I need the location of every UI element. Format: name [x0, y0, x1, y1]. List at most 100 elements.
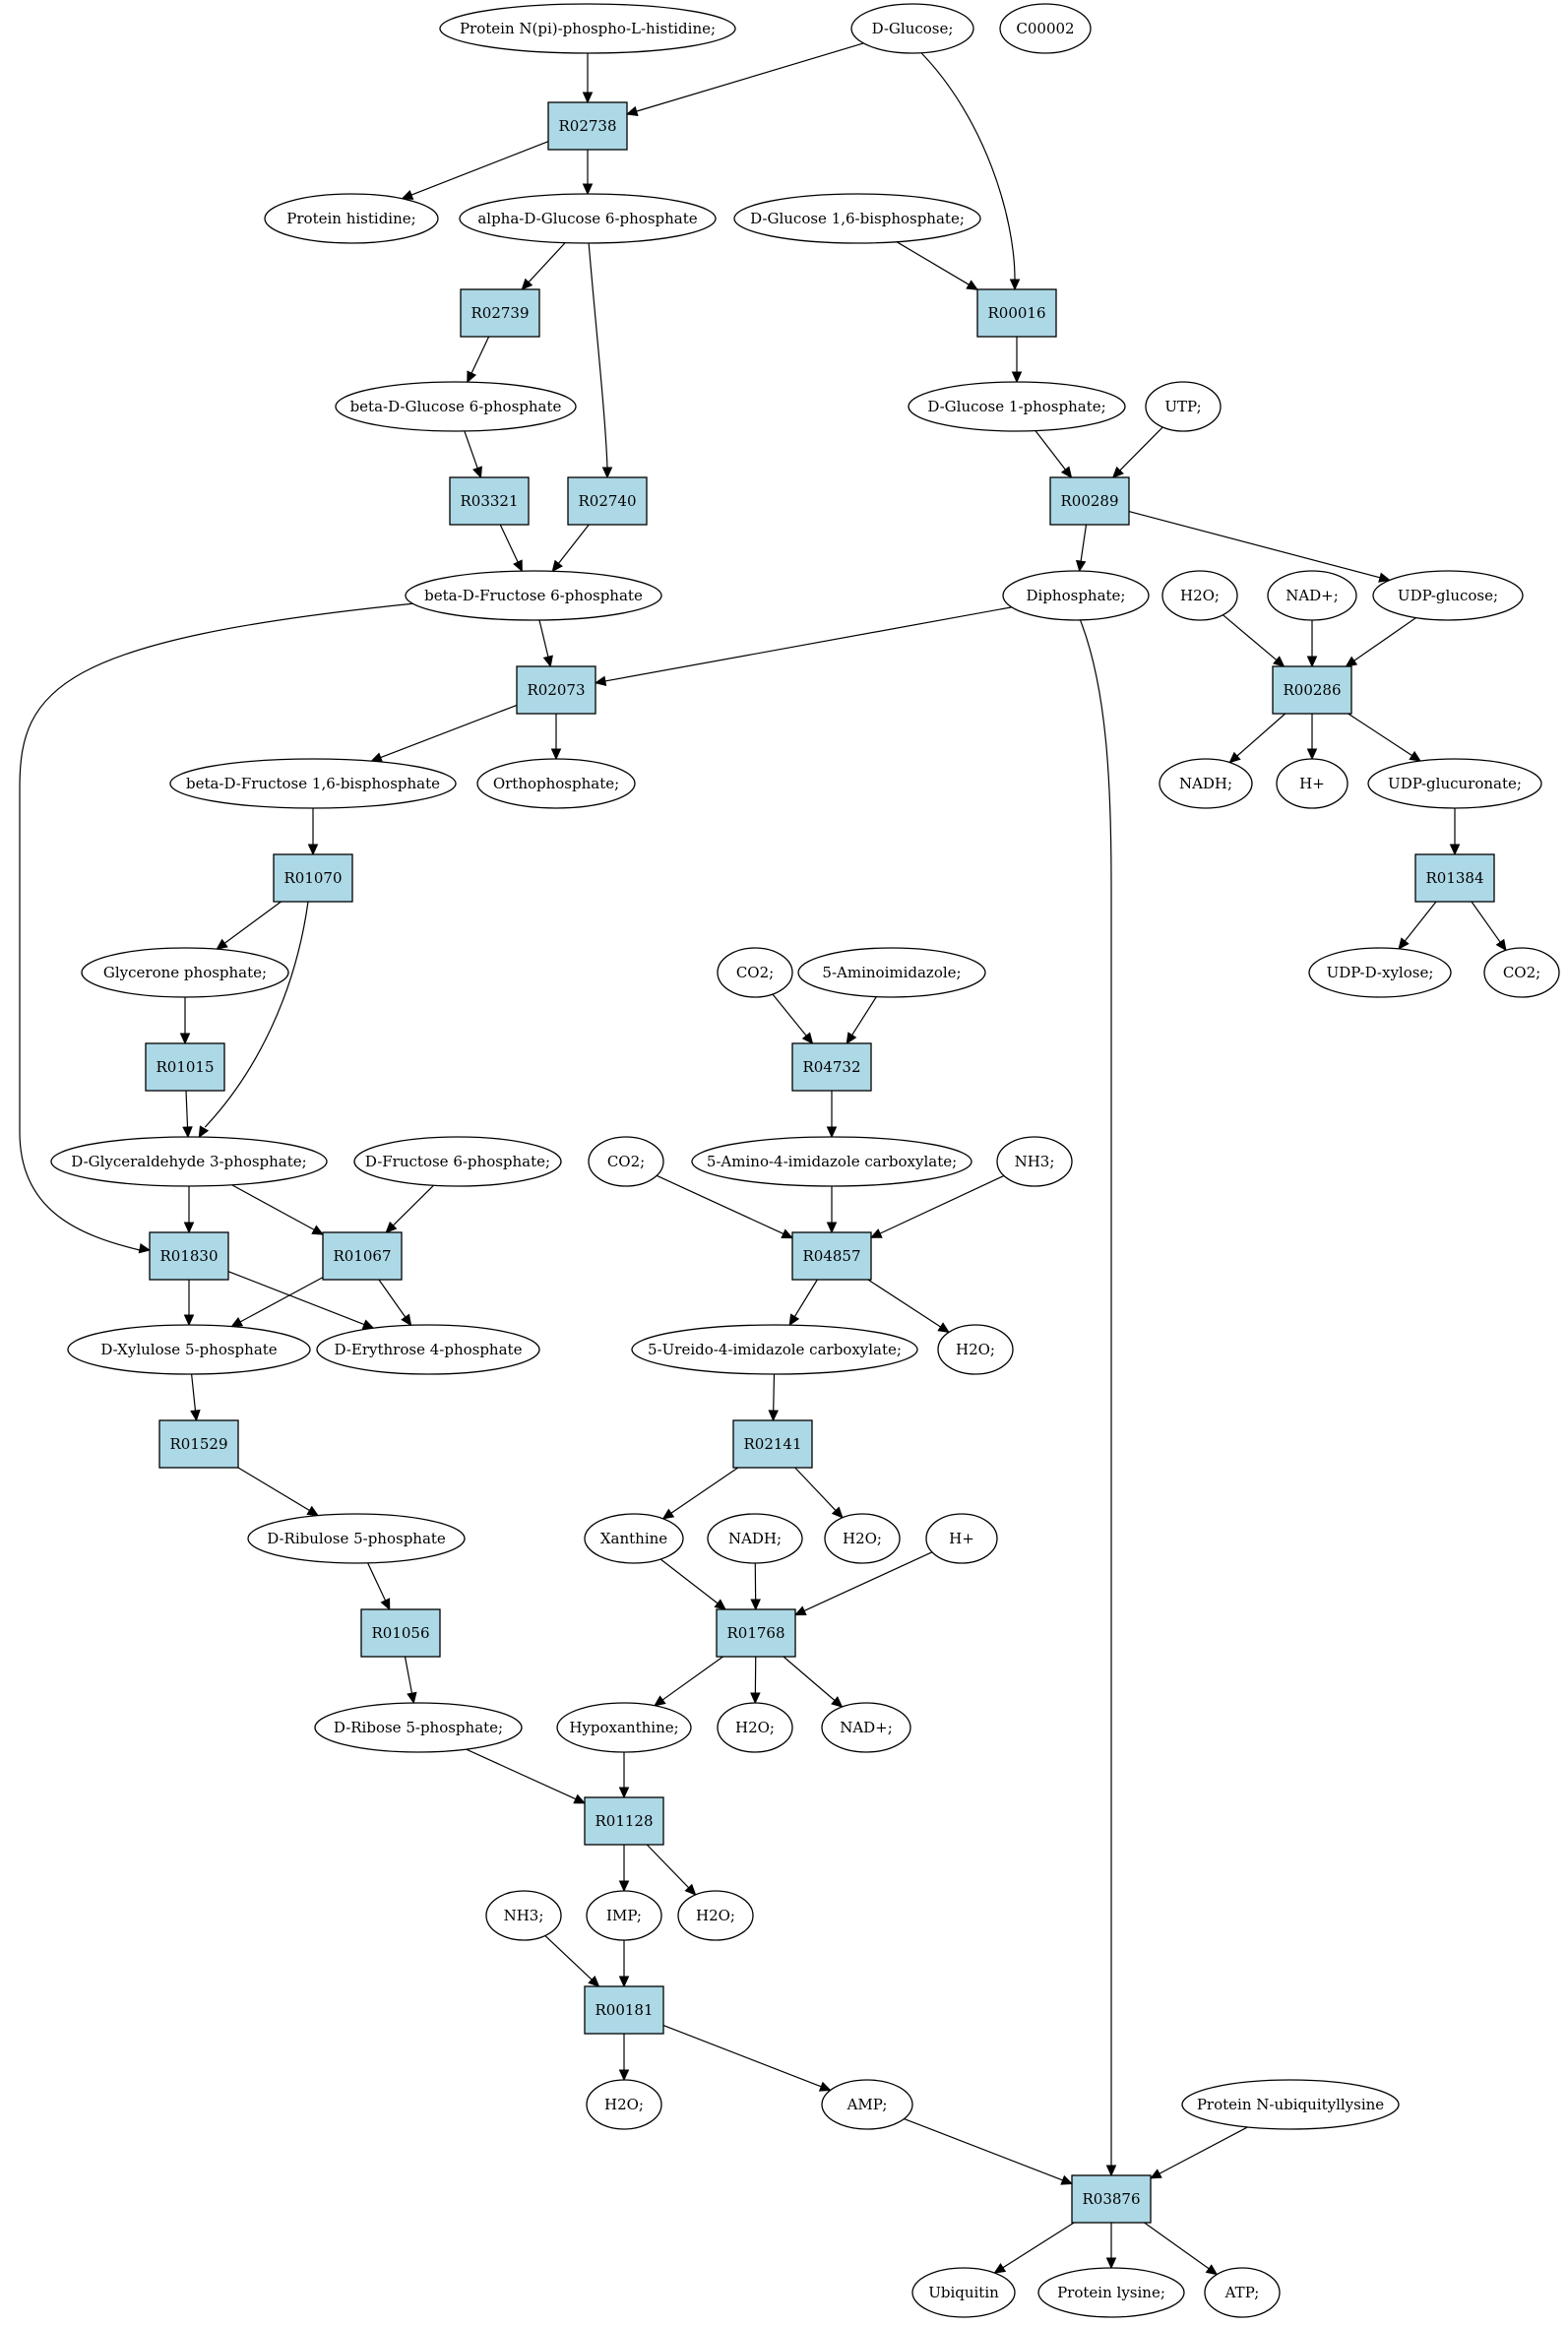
- compound-node-h2o-d[interactable]: H2O;: [717, 1702, 793, 1753]
- reaction-node-r01830[interactable]: R01830: [149, 1231, 229, 1281]
- reaction-node-r01128[interactable]: R01128: [584, 1796, 664, 1846]
- compound-ellipse: [908, 381, 1126, 432]
- compound-ellipse: [314, 1702, 523, 1753]
- compound-node-h2o-c[interactable]: H2O;: [824, 1513, 901, 1564]
- compound-node-e4p[interactable]: D-Erythrose 4-phosphate: [316, 1324, 540, 1375]
- node-label: Protein N-ubiquityllysine: [1197, 2096, 1384, 2113]
- reaction-node-r00181[interactable]: R00181: [584, 1985, 664, 2035]
- compound-node-protein-np-his[interactable]: Protein N(pi)-phospho-L-histidine;: [439, 3, 736, 54]
- edge-R01015-to-gap: [185, 1090, 189, 1128]
- reaction-node-r01768[interactable]: R01768: [716, 1608, 796, 1658]
- arrowhead-R04857-to-h2o_b: [937, 1322, 951, 1334]
- compound-node-nad-b[interactable]: NAD+;: [821, 1702, 911, 1753]
- compound-node-ureido-imid-carbox[interactable]: 5-Ureido-4-imidazole carboxylate;: [631, 1324, 918, 1375]
- arrowhead-R01067-to-e4p: [401, 1313, 412, 1327]
- reaction-node-r01384[interactable]: R01384: [1414, 853, 1495, 903]
- compound-node-ru5p[interactable]: D-Ribulose 5-phosphate: [247, 1513, 466, 1564]
- edge-R01830-to-e4p: [227, 1271, 365, 1326]
- compound-node-g1p[interactable]: D-Glucose 1-phosphate;: [908, 381, 1126, 432]
- compound-node-ubiquitin[interactable]: Ubiquitin: [911, 2267, 1016, 2318]
- compound-node-co2-a[interactable]: CO2;: [717, 947, 793, 998]
- compound-node-h2o-b[interactable]: H2O;: [937, 1324, 1014, 1375]
- compound-ellipse: [1145, 381, 1222, 432]
- compound-node-hypoxanthine[interactable]: Hypoxanthine;: [556, 1702, 692, 1753]
- reaction-node-r03876[interactable]: R03876: [1071, 2174, 1152, 2224]
- compound-node-h2o-a[interactable]: H2O;: [1161, 570, 1238, 621]
- node-label: beta-D-Fructose 1,6-bisphosphate: [186, 775, 440, 792]
- compound-node-diphosphate[interactable]: Diphosphate;: [1002, 570, 1150, 621]
- compound-node-protein-his[interactable]: Protein histidine;: [264, 193, 439, 244]
- compound-node-imp[interactable]: IMP;: [586, 1890, 662, 1941]
- edge-R00289-to-diphosphate: [1080, 524, 1088, 562]
- reaction-node-r00289[interactable]: R00289: [1049, 476, 1130, 526]
- edge-xanthine-to-R01768: [659, 1558, 719, 1604]
- compound-ellipse: [1267, 570, 1357, 621]
- reaction-node-r01056[interactable]: R01056: [360, 1608, 441, 1658]
- compound-node-co2-c[interactable]: CO2;: [588, 1136, 664, 1187]
- arrowhead-glycerone_p-to-R01015: [179, 1033, 191, 1045]
- compound-node-aminoimidazole[interactable]: 5-Aminoimidazole;: [797, 947, 986, 998]
- compound-node-h2o-f[interactable]: H2O;: [586, 2079, 662, 2130]
- compound-node-xu5p[interactable]: D-Xylulose 5-phosphate: [67, 1324, 311, 1375]
- compound-ellipse: [1308, 947, 1452, 998]
- reaction-node-r01529[interactable]: R01529: [158, 1419, 239, 1469]
- compound-ellipse: [1161, 570, 1238, 621]
- node-label: R02141: [743, 1435, 801, 1453]
- compound-node-nadh-b[interactable]: NADH;: [707, 1513, 803, 1564]
- compound-node-utp[interactable]: UTP;: [1145, 381, 1222, 432]
- node-label: D-Glucose;: [872, 20, 954, 37]
- compound-node-hplus-b[interactable]: H+: [925, 1513, 998, 1564]
- edge-udp_glucose-to-R00286: [1353, 617, 1416, 661]
- compound-node-udp-glucose[interactable]: UDP-glucose;: [1372, 570, 1524, 621]
- reaction-node-r02738[interactable]: R02738: [547, 101, 628, 151]
- compound-node-f6p[interactable]: D-Fructose 6-phosphate;: [353, 1136, 562, 1187]
- compound-node-protein-lysine[interactable]: Protein lysine;: [1037, 2267, 1185, 2318]
- reaction-node-r02739[interactable]: R02739: [460, 288, 540, 338]
- compound-node-b-f16bp[interactable]: beta-D-Fructose 1,6-bisphosphate: [169, 758, 457, 809]
- compound-node-orthophosphate[interactable]: Orthophosphate;: [476, 758, 636, 809]
- compound-node-nh3-b[interactable]: NH3;: [485, 1890, 562, 1941]
- compound-node-amp[interactable]: AMP;: [821, 2079, 913, 2130]
- reaction-node-r02073[interactable]: R02073: [516, 665, 596, 715]
- compound-node-nad-a[interactable]: NAD+;: [1267, 570, 1357, 621]
- reaction-node-r04857[interactable]: R04857: [791, 1231, 872, 1281]
- compound-node-c00002[interactable]: C00002: [999, 3, 1092, 54]
- compound-node-h2o-e[interactable]: H2O;: [677, 1890, 754, 1941]
- reaction-node-r00286[interactable]: R00286: [1272, 665, 1352, 715]
- compound-node-d-glucose[interactable]: D-Glucose;: [850, 3, 974, 54]
- reaction-node-r01070[interactable]: R01070: [273, 853, 353, 903]
- compound-ellipse: [485, 1890, 562, 1941]
- compound-node-udp-glucuronate[interactable]: UDP-glucuronate;: [1367, 758, 1542, 809]
- compound-node-r5p[interactable]: D-Ribose 5-phosphate;: [314, 1702, 523, 1753]
- reaction-node-r00016[interactable]: R00016: [976, 288, 1057, 338]
- compound-node-glycerone-p[interactable]: Glycerone phosphate;: [81, 947, 289, 998]
- node-label: 5-Aminoimidazole;: [822, 964, 961, 981]
- compound-node-a-g6p[interactable]: alpha-D-Glucose 6-phosphate: [459, 193, 717, 244]
- compound-node-gap[interactable]: D-Glyceraldehyde 3-phosphate;: [50, 1136, 328, 1187]
- compound-node-b-f6p[interactable]: beta-D-Fructose 6-phosphate: [405, 570, 662, 621]
- compound-node-atp[interactable]: ATP;: [1204, 2267, 1281, 2318]
- arrowhead-a_g6p-to-R02740: [601, 467, 613, 479]
- reaction-node-r01067[interactable]: R01067: [322, 1231, 403, 1281]
- reaction-node-r02740[interactable]: R02740: [567, 476, 648, 526]
- compound-node-g16bp[interactable]: D-Glucose 1,6-bisphosphate;: [733, 193, 981, 244]
- compound-node-udp-xylose[interactable]: UDP-D-xylose;: [1308, 947, 1452, 998]
- reaction-node-r04732[interactable]: R04732: [791, 1042, 872, 1092]
- compound-ellipse: [584, 1513, 684, 1564]
- compound-node-co2-b[interactable]: CO2;: [1483, 947, 1560, 998]
- compound-node-b-g6p[interactable]: beta-D-Glucose 6-phosphate: [335, 381, 577, 432]
- edge-nh3_b-to-R00181: [544, 1935, 593, 1980]
- compound-node-amino-imid-carbox[interactable]: 5-Amino-4-imidazole carboxylate;: [691, 1136, 972, 1187]
- compound-node-nh3-a[interactable]: NH3;: [996, 1136, 1073, 1187]
- compound-node-hplus-a[interactable]: H+: [1276, 758, 1348, 809]
- reaction-node-r03321[interactable]: R03321: [449, 476, 530, 526]
- reaction-node-r02141[interactable]: R02141: [732, 1419, 813, 1469]
- node-label: CO2;: [1503, 964, 1540, 981]
- compound-ellipse: [353, 1136, 562, 1187]
- compound-node-nadh-a[interactable]: NADH;: [1159, 758, 1253, 809]
- node-label: ATP;: [1224, 2284, 1260, 2301]
- compound-node-xanthine[interactable]: Xanthine: [584, 1513, 684, 1564]
- compound-node-prot-ubiq-lys[interactable]: Protein N-ubiquityllysine: [1181, 2079, 1400, 2130]
- reaction-node-r01015[interactable]: R01015: [145, 1042, 225, 1092]
- edge-R00286-to-nadh_a: [1236, 713, 1286, 757]
